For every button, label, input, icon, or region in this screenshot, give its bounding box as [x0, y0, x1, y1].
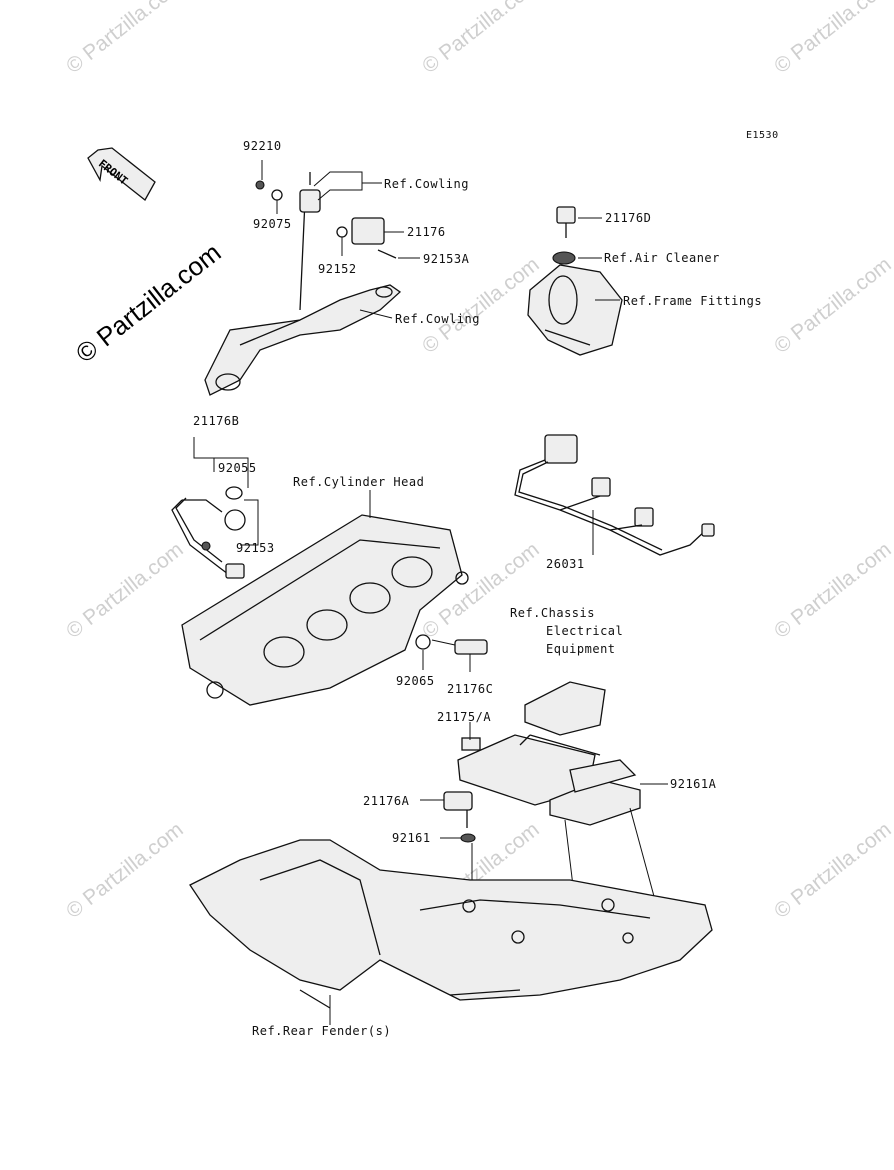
part-label-21176d[interactable]: 21176D — [605, 211, 652, 225]
part-label-92161[interactable]: 92161 — [392, 831, 431, 845]
part-label-21176b[interactable]: 21176B — [193, 414, 240, 428]
ref-frame-fittings-label: Ref.Frame Fittings — [623, 294, 763, 308]
part-label-92161a[interactable]: 92161A — [670, 777, 717, 791]
washer-92065 — [415, 634, 431, 650]
ref-cowling-label: Ref.Cowling — [384, 177, 469, 191]
sensor-21176b — [171, 486, 246, 579]
part-label-21175a[interactable]: 21175/A — [437, 710, 492, 724]
sensor-21176a — [443, 791, 476, 843]
part-label-92065[interactable]: 92065 — [396, 674, 435, 688]
harness-26031 — [514, 434, 715, 556]
ref-electrical-label: Electrical — [546, 624, 624, 638]
rear-fender — [189, 839, 713, 1009]
ref-cylinder-head-label: Ref.Cylinder Head — [293, 475, 425, 489]
ref-air-cleaner-label: Ref.Air Cleaner — [604, 251, 720, 265]
part-label-92152[interactable]: 92152 — [318, 262, 357, 276]
diagram-id: E1530 — [746, 130, 779, 141]
ref-cowling-label: Ref.Cowling — [395, 312, 480, 326]
air-cleaner-assembly — [527, 206, 623, 356]
front-arrow-icon — [87, 147, 156, 201]
part-label-26031[interactable]: 26031 — [546, 557, 585, 571]
part-label-92055[interactable]: 92055 — [218, 461, 257, 475]
part-label-21176a[interactable]: 21176A — [363, 794, 410, 808]
ref-equipment-label: Equipment — [546, 642, 616, 656]
part-label-92075[interactable]: 92075 — [253, 217, 292, 231]
ref-chassis-label: Ref.Chassis — [510, 606, 595, 620]
part-label-92153a[interactable]: 92153A — [423, 252, 470, 266]
cylinder-head — [181, 514, 469, 706]
bracket-92161a — [549, 759, 641, 826]
part-label-92153[interactable]: 92153 — [236, 541, 275, 555]
part-label-21176[interactable]: 21176 — [407, 225, 446, 239]
cowling-bracket — [204, 172, 402, 396]
part-label-92210[interactable]: 92210 — [243, 139, 282, 153]
sensor-21176c — [454, 639, 488, 655]
part-label-21176c[interactable]: 21176C — [447, 682, 494, 696]
ref-rear-fender-label: Ref.Rear Fender(s) — [252, 1024, 392, 1038]
